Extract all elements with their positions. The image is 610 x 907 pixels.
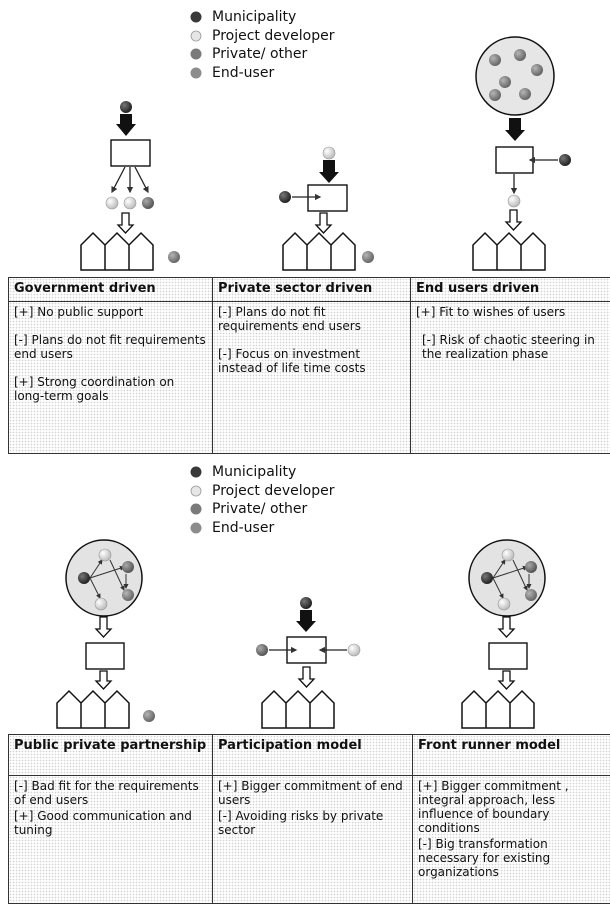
header-government-driven: Government driven — [8, 277, 213, 302]
project-developer-node — [105, 196, 119, 210]
houses-icon — [282, 231, 356, 271]
arrow-down-icon — [296, 610, 316, 632]
list-item: [+] Strong coordination on long-term goa… — [14, 375, 175, 403]
project-developer-node — [507, 194, 521, 208]
list-item: [-] Focus on investment instead of life … — [218, 347, 366, 375]
diagram-end-users-driven — [472, 36, 571, 271]
private-other-node — [256, 644, 268, 656]
hollow-arrow-down-icon — [504, 209, 523, 231]
list-item: [+] Fit to wishes of users — [416, 305, 566, 319]
hollow-arrow-down-icon — [94, 670, 113, 690]
project-developer-node — [322, 146, 336, 160]
arrow-down-icon — [116, 114, 136, 136]
diagram-front-runner-model — [461, 539, 546, 729]
header-front-runner-model: Front runner model — [412, 734, 610, 776]
comparison-table-bottom: Public private partnership Participation… — [8, 734, 610, 904]
cell-private-sector-driven: [-] Plans do not fit requirements end us… — [212, 301, 411, 454]
list-item: [-] Bad fit for the requirements of end … — [14, 779, 199, 807]
end-user-node — [362, 251, 374, 263]
municipality-dot-icon — [190, 11, 202, 23]
end-user-node — [168, 251, 180, 263]
legend-item-end-user: End-user — [190, 64, 430, 83]
legend-label: Private/ other — [212, 501, 308, 517]
legend-label: Project developer — [212, 27, 335, 44]
municipality-node — [120, 101, 132, 113]
municipality-dot-icon — [190, 466, 202, 478]
private-other-node — [142, 197, 154, 209]
private-other-dot-icon — [190, 503, 202, 515]
arrow-down-icon — [319, 160, 339, 183]
legend-label: Municipality — [212, 9, 297, 25]
cell-public-private-partnership: [-] Bad fit for the requirements of end … — [8, 775, 213, 904]
hollow-arrow-down-icon — [116, 212, 135, 234]
header-participation-model: Participation model — [212, 734, 413, 776]
header-public-private-partnership: Public private partnership — [8, 734, 213, 776]
diagram-participation-model — [256, 597, 361, 729]
list-item: [+] Good communication and tuning — [14, 809, 192, 837]
list-item: [-] Plans do not fit requirements end us… — [218, 305, 361, 333]
legend-item-municipality: Municipality — [190, 8, 430, 27]
legend-item-municipality: Municipality — [190, 463, 430, 482]
cell-participation-model: [+] Bigger commitment of end users [-] A… — [212, 775, 413, 904]
cell-end-users-driven: [+] Fit to wishes of users [-] Risk of c… — [410, 301, 610, 454]
list-item: [-] Big transformation necessary for exi… — [418, 837, 551, 879]
diagram-government-driven — [80, 101, 180, 271]
hollow-arrow-down-icon — [497, 616, 516, 638]
legend-bottom: Municipality Project developer Private/ … — [190, 463, 430, 537]
cell-front-runner-model: [+] Bigger commitment , integral approac… — [412, 775, 610, 904]
hollow-arrow-down-icon — [94, 616, 113, 638]
header-private-sector-driven: Private sector driven — [212, 277, 411, 302]
decision-box — [307, 184, 348, 212]
legend-label: End-user — [212, 64, 275, 81]
project-developer-node — [123, 196, 137, 210]
houses-icon — [56, 689, 130, 729]
legend-item-private-other: Private/ other — [190, 45, 430, 64]
list-item: [-] Risk of chaotic steering in the real… — [422, 333, 595, 361]
diagram-public-private-partnership — [56, 539, 155, 729]
end-user-group — [475, 36, 555, 116]
arrow-down-icon — [505, 118, 525, 141]
legend-top: Municipality Project developer Private/ … — [190, 8, 430, 82]
decision-box — [488, 642, 528, 670]
list-item: [-] Avoiding risks by private sector — [218, 809, 384, 837]
decision-box — [85, 642, 125, 670]
decision-box — [110, 139, 151, 167]
project-developer-dot-icon — [190, 30, 202, 42]
cell-government-driven: [+] No public support [-] Plans do not f… — [8, 301, 213, 454]
end-user-dot-icon — [190, 67, 202, 79]
header-end-users-driven: End users driven — [410, 277, 610, 302]
private-other-dot-icon — [190, 48, 202, 60]
end-user-dot-icon — [190, 522, 202, 534]
legend-item-project-developer: Project developer — [190, 27, 430, 46]
list-item: [+] No public support — [14, 305, 144, 319]
legend-label: Municipality — [212, 464, 297, 480]
diagram-private-sector-driven — [279, 146, 374, 271]
municipality-node — [300, 597, 312, 609]
list-item: [+] Bigger commitment of end users — [218, 779, 403, 807]
municipality-node — [279, 191, 291, 203]
legend-label: Private/ other — [212, 46, 308, 62]
legend-item-private-other: Private/ other — [190, 500, 430, 519]
municipality-node — [559, 154, 571, 166]
hollow-arrow-down-icon — [314, 212, 333, 234]
houses-icon — [80, 231, 154, 271]
decision-box — [495, 146, 534, 174]
list-item: [-] Plans do not fit requirements end us… — [14, 333, 206, 361]
list-item: [+] Bigger commitment , integral approac… — [418, 779, 569, 835]
comparison-table-top: Government driven Private sector driven … — [8, 277, 610, 454]
legend-item-end-user: End-user — [190, 519, 430, 538]
legend-label: Project developer — [212, 482, 335, 499]
houses-icon — [472, 231, 546, 271]
hollow-arrow-down-icon — [497, 670, 516, 690]
legend-item-project-developer: Project developer — [190, 482, 430, 501]
houses-icon — [261, 689, 335, 729]
houses-icon — [461, 689, 535, 729]
hollow-arrow-down-icon — [297, 666, 316, 688]
project-developer-node — [347, 643, 361, 657]
legend-label: End-user — [212, 519, 275, 536]
project-developer-dot-icon — [190, 485, 202, 497]
end-user-node — [143, 710, 155, 722]
